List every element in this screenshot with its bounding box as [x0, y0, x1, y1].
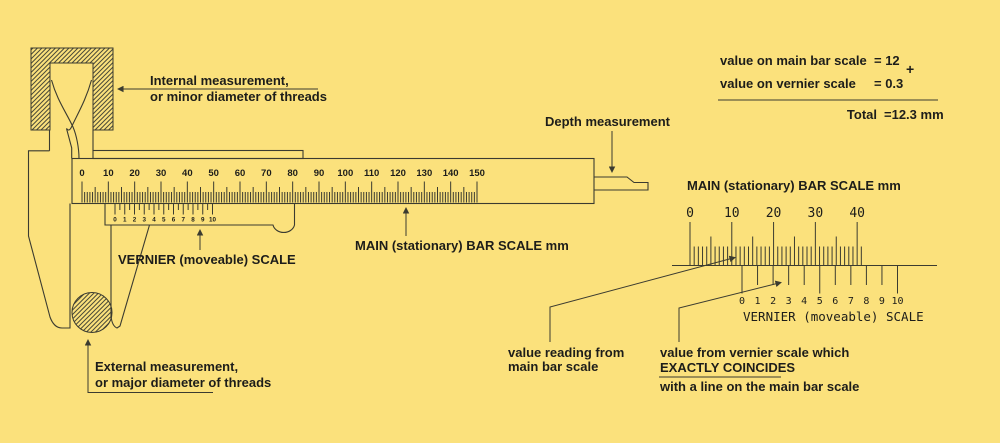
main-bar	[71, 157, 595, 205]
main-reading-label-line2: main bar scale	[508, 359, 598, 374]
caliper-main-scale: 0 10 20 30 40 50 60 70 80 90 100 110 120 130 140 150	[79, 168, 485, 203]
svg-text:20: 20	[129, 168, 140, 179]
svg-text:9: 9	[879, 296, 885, 307]
internal-jaw-stems	[48, 130, 94, 151]
moveable-jaw	[110, 224, 151, 329]
svg-text:40: 40	[182, 168, 193, 179]
svg-text:6: 6	[172, 217, 176, 224]
depth-rod	[594, 176, 649, 191]
svg-text:120: 120	[390, 168, 406, 179]
svg-text:140: 140	[443, 168, 459, 179]
svg-text:0: 0	[686, 206, 694, 221]
internal-measurement-label-line1: Internal measurement,	[150, 73, 289, 88]
svg-text:10: 10	[724, 206, 740, 221]
internal-measurement-label-line2: or minor diameter of threads	[150, 89, 327, 104]
main-reading-arrow	[549, 255, 736, 342]
svg-text:40: 40	[849, 206, 865, 221]
svg-text:30: 30	[156, 168, 167, 179]
fixed-jaw-body	[27, 150, 71, 329]
svg-text:130: 130	[416, 168, 432, 179]
svg-text:100: 100	[337, 168, 353, 179]
svg-text:5: 5	[817, 296, 823, 307]
main-bar-scale-label: MAIN (stationary) BAR SCALE mm	[355, 238, 569, 253]
svg-text:60: 60	[235, 168, 246, 179]
internal-jaw-right-edge	[65, 79, 93, 159]
svg-text:5: 5	[162, 217, 166, 224]
vernier-reading-label-line1: value from vernier scale which	[660, 345, 849, 360]
magnified-main-scale: 0 10 20 30 40	[686, 206, 865, 266]
svg-text:10: 10	[891, 296, 903, 307]
svg-text:9: 9	[201, 217, 205, 224]
calc-row2-label: value on vernier scale	[720, 76, 856, 91]
magnified-vernier-scale-label: VERNIER (moveable) SCALE	[743, 309, 924, 324]
svg-text:4: 4	[801, 296, 807, 307]
magnified-main-scale-title: MAIN (stationary) BAR SCALE mm	[687, 178, 901, 193]
svg-text:1: 1	[123, 217, 127, 224]
calc-row1-label: value on main bar scale	[720, 53, 867, 68]
svg-text:50: 50	[208, 168, 219, 179]
svg-text:4: 4	[152, 217, 156, 224]
svg-text:1: 1	[755, 296, 761, 307]
svg-text:80: 80	[287, 168, 298, 179]
svg-text:70: 70	[261, 168, 272, 179]
svg-text:20: 20	[766, 206, 782, 221]
calc-total-label: Total	[847, 107, 877, 122]
calc-total-value: =12.3 mm	[884, 107, 944, 122]
svg-text:0: 0	[113, 217, 117, 224]
svg-text:8: 8	[191, 217, 195, 224]
calc-plus-sign: +	[906, 61, 914, 77]
svg-text:8: 8	[863, 296, 869, 307]
svg-text:2: 2	[770, 296, 776, 307]
external-measurement-arrow	[84, 339, 213, 393]
external-measurement-label-line2: or major diameter of threads	[95, 375, 271, 390]
svg-text:7: 7	[181, 217, 185, 224]
svg-text:10: 10	[103, 168, 114, 179]
svg-text:7: 7	[848, 296, 854, 307]
svg-text:0: 0	[79, 168, 84, 179]
vernier-scale-label: VERNIER (moveable) SCALE	[118, 252, 296, 267]
svg-text:3: 3	[142, 217, 146, 224]
vernier-slider-top	[92, 149, 304, 160]
svg-text:10: 10	[209, 217, 217, 224]
vernier-reading-label-line2: EXACTLY COINCIDES	[660, 360, 795, 375]
svg-text:6: 6	[832, 296, 838, 307]
svg-text:3: 3	[786, 296, 792, 307]
internal-workpiece-hatched-block	[30, 47, 114, 131]
reading-calculation: value on main bar scale = 12 + value on …	[718, 53, 944, 122]
svg-text:90: 90	[314, 168, 325, 179]
calc-row1-value: = 12	[874, 53, 900, 68]
calc-row2-value: = 0.3	[874, 76, 903, 91]
vernier-reading-arrow	[678, 280, 782, 342]
vernier-slider-bottom	[104, 203, 296, 233]
svg-text:150: 150	[469, 168, 485, 179]
vernier-reading-label-line3: with a line on the main bar scale	[659, 379, 859, 394]
depth-measurement-label: Depth measurement	[545, 114, 671, 129]
main-reading-label-line1: value reading from	[508, 345, 624, 360]
internal-jaw-left-edge	[50, 79, 80, 159]
svg-text:0: 0	[739, 296, 745, 307]
svg-text:2: 2	[133, 217, 137, 224]
svg-text:110: 110	[364, 168, 379, 179]
caliper-annotations: Internal measurement, or minor diameter …	[84, 73, 671, 393]
external-measurement-label-line1: External measurement,	[95, 359, 238, 374]
svg-text:30: 30	[808, 206, 824, 221]
external-workpiece-circle	[71, 292, 113, 333]
